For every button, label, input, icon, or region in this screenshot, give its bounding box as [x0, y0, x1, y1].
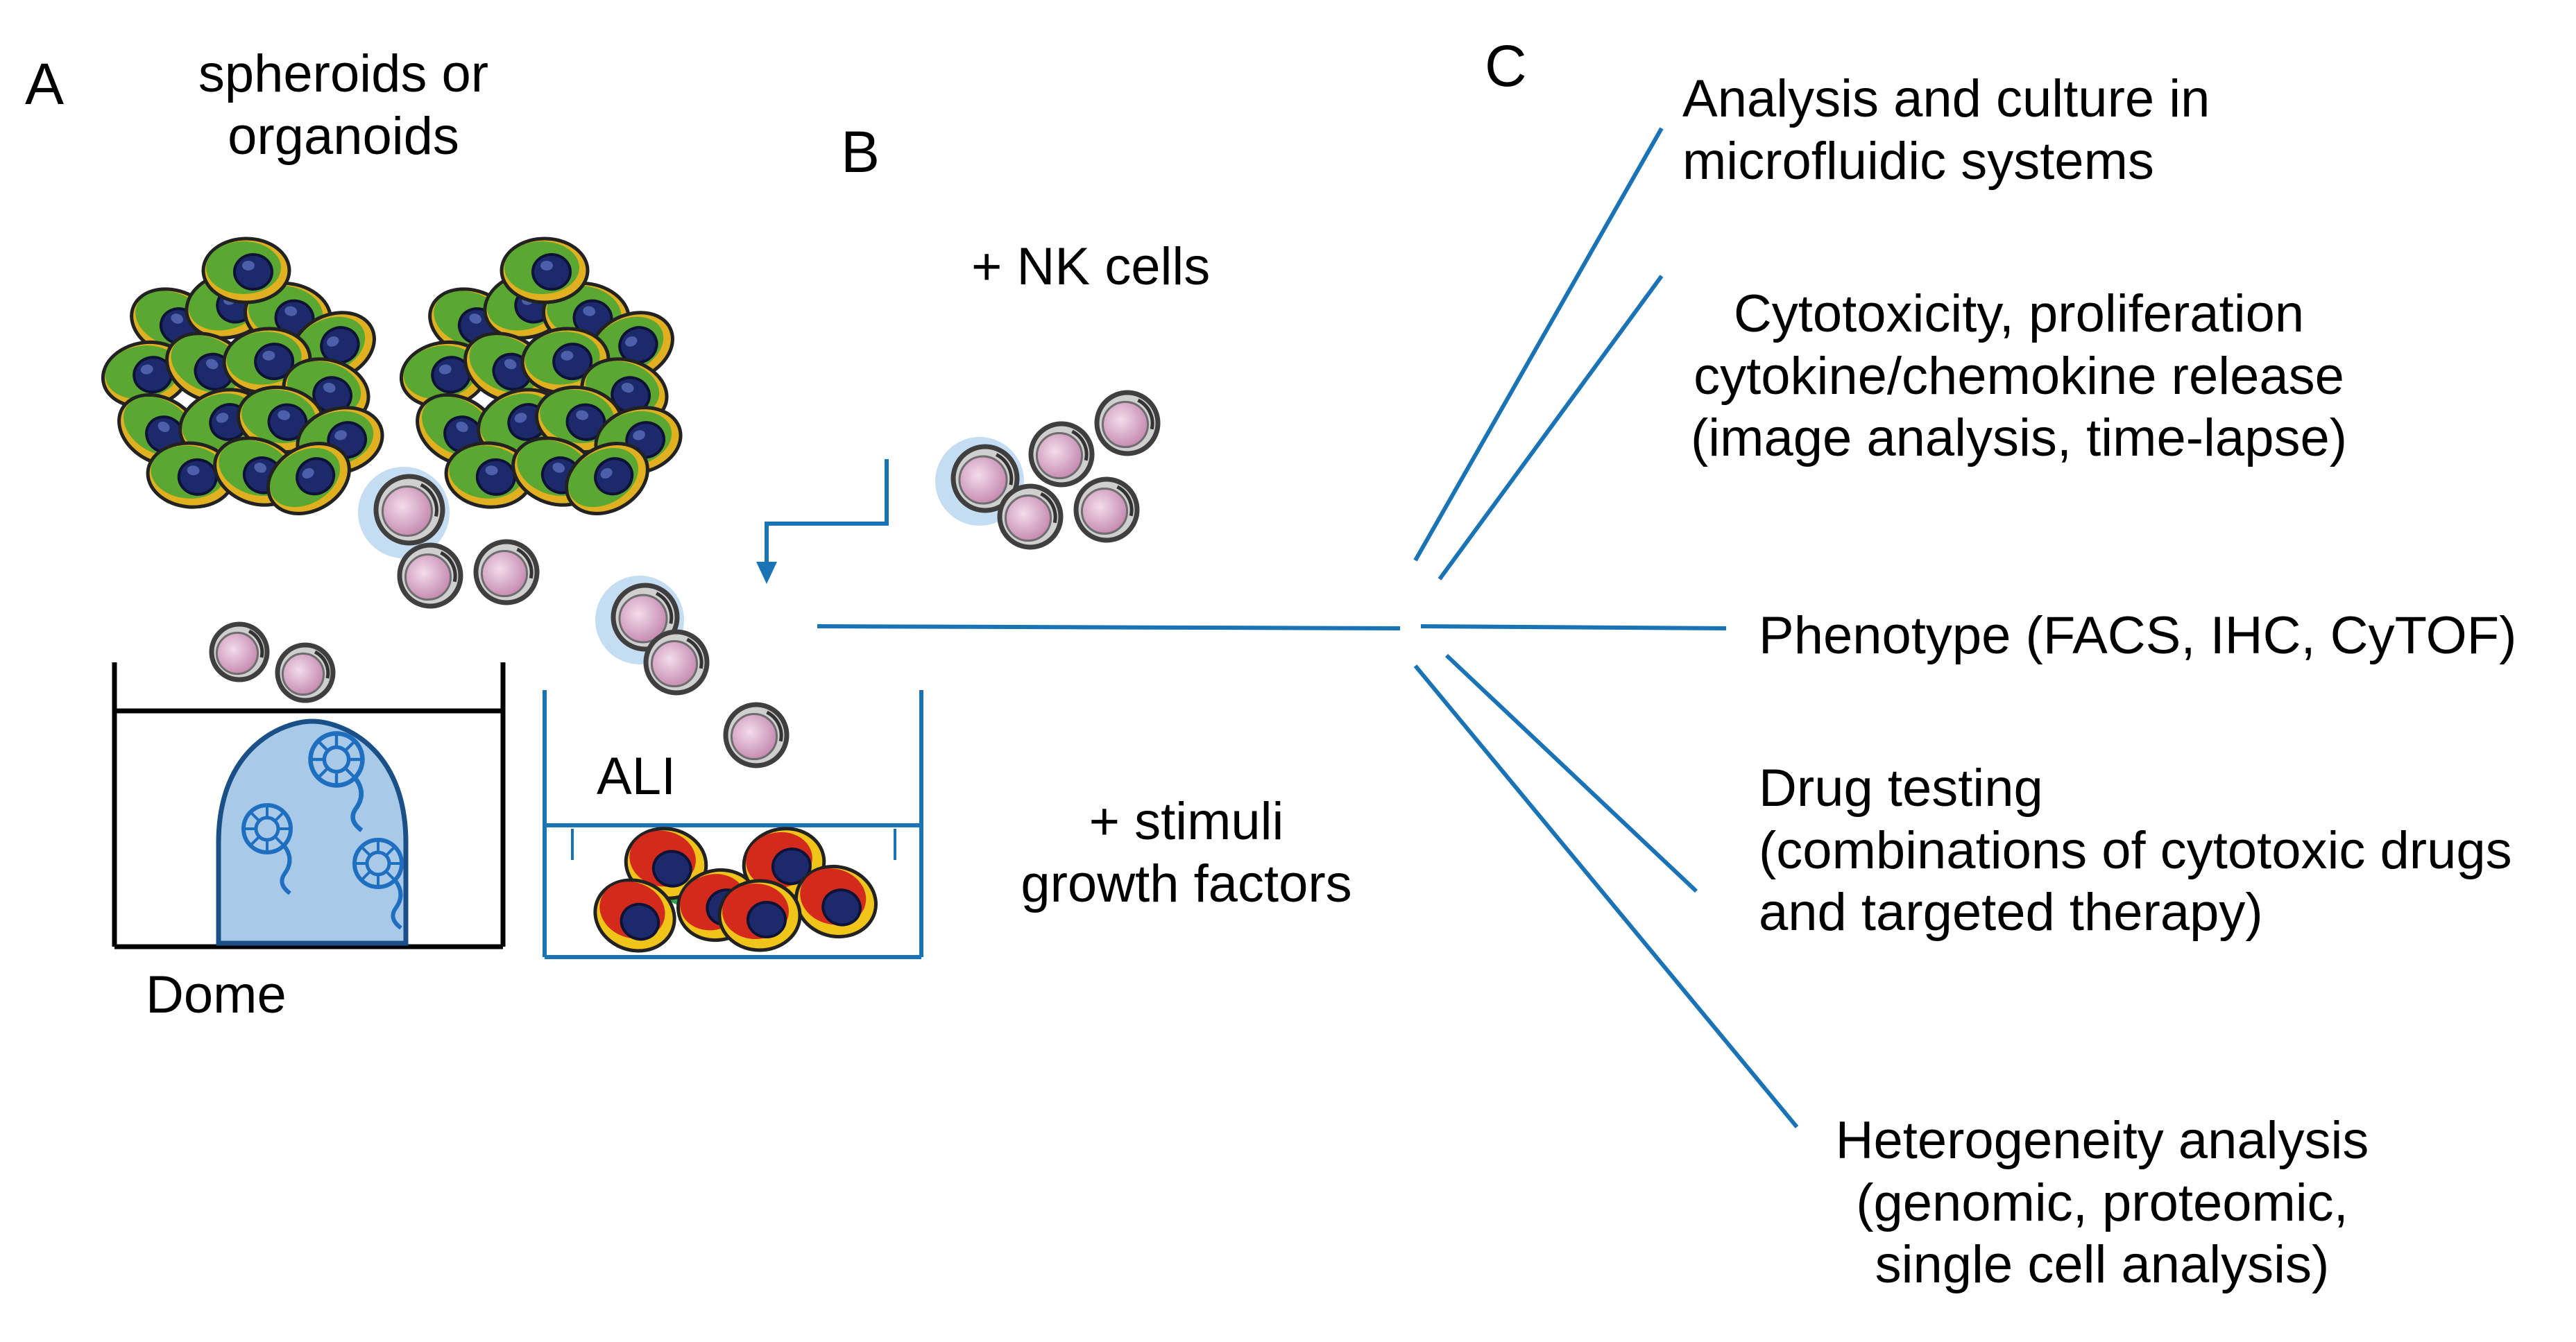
tumor-cell-icon: [565, 442, 649, 515]
output-text-line: microfluidic systems: [1682, 131, 2154, 191]
nk-cell-icon: [1073, 476, 1140, 543]
panel-label-a: A: [25, 51, 65, 117]
tumor-cell-icon: [444, 441, 534, 509]
nk-cell-icon: [1028, 421, 1095, 488]
output-text-line: (genomic, proteomic,: [1856, 1173, 2348, 1232]
nk-cell-icon: [358, 467, 450, 558]
output-text-line: Heterogeneity analysis: [1835, 1111, 2369, 1170]
connector-line: [1413, 127, 1664, 562]
nk-cell-icon: [723, 702, 790, 768]
spheroids-title-line2: organoids: [228, 106, 459, 166]
stimuli-line1: + stimuli: [1089, 792, 1284, 851]
nk-cell-icon: [397, 542, 463, 609]
connector-line: [817, 624, 1401, 630]
stimuli-label: + stimuli growth factors: [971, 791, 1401, 915]
connector-line: [1438, 275, 1664, 580]
dome-label: Dome: [146, 965, 287, 1024]
connector-line: [1420, 624, 1727, 630]
output-drug-testing: Drug testing (combinations of cytotoxic …: [1759, 757, 2512, 944]
tumor-cell-icon: [266, 442, 351, 515]
spheroids-group: [101, 236, 683, 609]
output-text-line: (image analysis, time-lapse): [1690, 408, 2348, 468]
nk-cell-icon: [209, 621, 270, 682]
nk-cells-group: [595, 390, 1161, 768]
connector-lines: [756, 127, 1799, 1128]
output-text-line: and targeted therapy): [1759, 883, 2263, 943]
connector-line: [1413, 664, 1799, 1128]
spheroids-title-line1: spheroids or: [198, 44, 489, 103]
tumor-cell-icon: [146, 441, 236, 509]
stimulated-cell-icon: [794, 864, 878, 939]
panel-label-c: C: [1485, 33, 1527, 98]
panel-label-b: B: [841, 119, 880, 184]
output-heterogeneity: Heterogeneity analysis (genomic, proteom…: [1776, 1110, 2428, 1296]
organoid-icon: [308, 731, 365, 832]
stimulated-cell-icon: [624, 827, 708, 900]
tumor-cell-icon: [500, 236, 590, 304]
connector-line: [1444, 653, 1698, 893]
nk-cell-icon: [473, 539, 540, 605]
nk-cell-icon: [997, 483, 1064, 550]
nk-cells-label: + NK cells: [971, 237, 1211, 296]
spheroids-title: spheroids or organoids: [180, 43, 506, 167]
nk-cell-icon: [643, 629, 710, 696]
tumor-cell-icon: [416, 393, 500, 467]
stimuli-line2: growth factors: [1021, 854, 1352, 913]
arrow-icon: [765, 459, 889, 565]
output-text-line: cytokine/chemokine release: [1694, 346, 2344, 406]
nk-cell-icon: [275, 642, 336, 703]
output-text-line: single cell analysis): [1875, 1235, 2330, 1295]
output-text-line: Drug testing: [1759, 759, 2043, 818]
stimulated-cell-icon: [717, 879, 802, 952]
ali-well: [543, 690, 923, 959]
organoid-icon: [241, 803, 293, 895]
ali-label: ALI: [597, 747, 676, 806]
stimulated-cell-icon: [593, 878, 676, 953]
output-phenotype: Phenotype (FACS, IHC, CyTOF): [1759, 605, 2516, 667]
nk-cell-icon: [1094, 390, 1161, 456]
output-text-line: (combinations of cytotoxic drugs: [1759, 820, 2512, 880]
dome-well: [112, 621, 506, 949]
output-text-line: Phenotype (FACS, IHC, CyTOF): [1759, 606, 2517, 665]
output-microfluidics: Analysis and culture in microfluidic sys…: [1682, 68, 2210, 192]
organoid-icon: [352, 838, 404, 930]
dome-icon: [216, 719, 409, 946]
output-text-line: Analysis and culture in: [1682, 69, 2210, 128]
tumor-cell-icon: [201, 236, 291, 304]
output-cytotoxicity: Cytotoxicity, proliferation cytokine/che…: [1644, 283, 2394, 470]
output-text-line: Cytotoxicity, proliferation: [1733, 284, 2305, 343]
